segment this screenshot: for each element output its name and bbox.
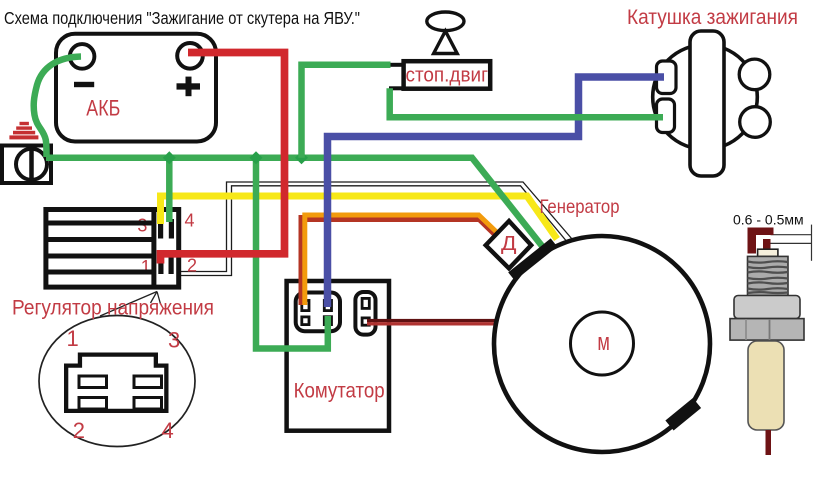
svg-text:4: 4: [162, 418, 174, 443]
svg-text:Регулятор напряжения: Регулятор напряжения: [12, 297, 214, 320]
svg-text:3: 3: [168, 328, 180, 353]
svg-text:стоп.двиг: стоп.двиг: [406, 65, 489, 87]
svg-text:1: 1: [67, 326, 79, 351]
svg-text:0.6 - 0.5мм: 0.6 - 0.5мм: [733, 212, 804, 228]
svg-text:Схема подключения "Зажигание о: Схема подключения "Зажигание от скутера …: [4, 8, 360, 28]
svg-text:2: 2: [187, 256, 197, 276]
svg-text:2: 2: [73, 418, 85, 443]
svg-text:Комутатор: Комутатор: [294, 379, 385, 403]
svg-text:1: 1: [141, 257, 151, 277]
svg-text:4: 4: [185, 211, 195, 231]
svg-text:АКБ: АКБ: [86, 96, 120, 121]
svg-text:Д: Д: [501, 233, 517, 255]
svg-text:Генератор: Генератор: [540, 196, 620, 218]
svg-text:Катушка зажигания: Катушка зажигания: [627, 6, 798, 29]
svg-text:м: м: [597, 329, 610, 356]
